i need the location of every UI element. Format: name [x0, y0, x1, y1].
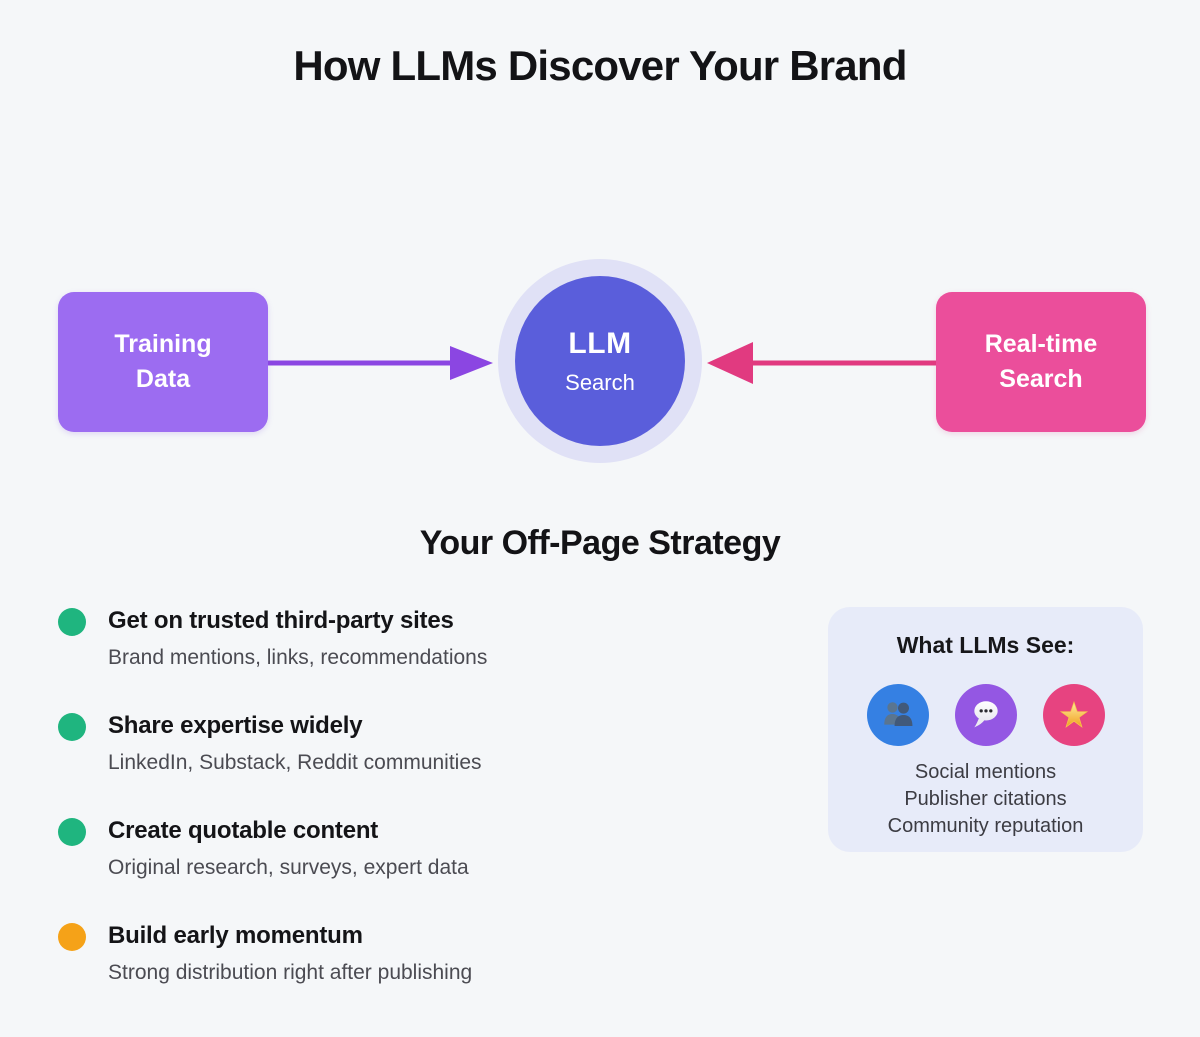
strategy-heading: Your Off-Page Strategy	[419, 524, 781, 562]
bullet-dot-icon	[58, 818, 86, 846]
strategy-item-subtitle: Strong distribution right after publishi…	[108, 961, 473, 984]
strategy-item-subtitle: Brand mentions, links, recommendations	[108, 646, 488, 669]
llm-label: LLM	[568, 326, 632, 360]
strategy-item-title: Share expertise widely	[108, 712, 363, 739]
strategy-item-title: Get on trusted third-party sites	[108, 607, 454, 634]
strategy-list: Get on trusted third-party sites Brand m…	[58, 606, 618, 1026]
strategy-item-subtitle: Original research, surveys, expert data	[108, 856, 469, 879]
list-item: Create quotable content Original researc…	[58, 816, 618, 883]
realtime-label-line1: Real-time	[984, 330, 1098, 358]
bullet-dot-icon	[58, 713, 86, 741]
llm-search-node-ring: LLM Search	[498, 259, 702, 463]
training-data-label-line2: Data	[135, 365, 191, 393]
training-data-node: Training Data	[58, 292, 268, 432]
speech-bubble-icon	[954, 684, 1017, 746]
page-title: How LLMs Discover Your Brand	[293, 42, 907, 89]
see-line-community: Community reputation	[887, 815, 1084, 837]
bullet-dot-icon	[58, 608, 86, 636]
bullet-dot-icon	[58, 923, 86, 951]
strategy-item-title: Build early momentum	[108, 922, 363, 949]
llm-search-node: LLM Search	[515, 276, 685, 446]
realtime-label-line2: Search	[999, 365, 1083, 393]
training-data-label-line1: Training	[114, 330, 212, 358]
what-llms-see-heading: What LLMs See:	[896, 632, 1075, 658]
what-llms-see-lines: Social mentions Publisher citations Comm…	[828, 759, 1143, 840]
strategy-item-title: Create quotable content	[108, 817, 379, 844]
strategy-item-subtitle: LinkedIn, Substack, Reddit communities	[108, 751, 482, 774]
people-icon	[866, 684, 929, 746]
list-item: Get on trusted third-party sites Brand m…	[58, 606, 618, 673]
list-item: Share expertise widely LinkedIn, Substac…	[58, 711, 618, 778]
what-llms-see-card: What LLMs See:	[828, 607, 1143, 852]
list-item: Build early momentum Strong distribution…	[58, 921, 618, 988]
what-llms-see-icons	[828, 684, 1143, 746]
realtime-search-node: Real-time Search	[936, 292, 1146, 432]
star-icon	[1042, 684, 1105, 746]
see-line-social: Social mentions	[914, 761, 1057, 783]
right-arrow-icon	[707, 342, 936, 384]
left-arrow-icon	[268, 346, 493, 380]
see-line-publisher: Publisher citations	[904, 788, 1067, 810]
llm-search-label: Search	[565, 369, 635, 395]
